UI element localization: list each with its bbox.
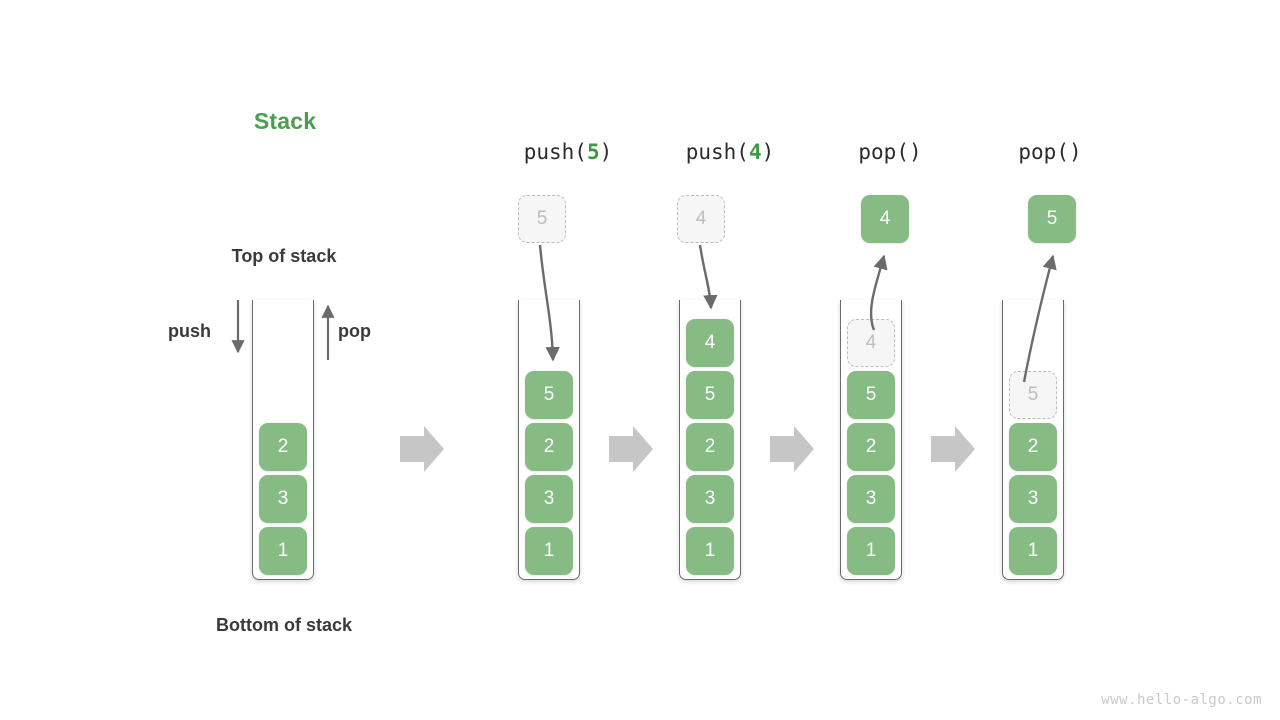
transition-arrow (400, 426, 444, 472)
floating-ghost-block: 4 (677, 195, 725, 243)
operation-name: pop (858, 140, 897, 164)
operation-label-push-5: push(5) (523, 140, 613, 164)
stack-container (679, 300, 741, 580)
operation-name: push (685, 140, 737, 164)
operation-name: pop (1018, 140, 1057, 164)
operation-label-push-4: push(4) (685, 140, 775, 164)
vacated-ghost-block: 4 (847, 319, 895, 367)
stack-block: 2 (686, 423, 734, 471)
operation-label-pop-1: pop() (858, 140, 922, 164)
stack-block: 1 (1009, 527, 1057, 575)
stack-block: 1 (259, 527, 307, 575)
stack-block: 3 (686, 475, 734, 523)
transition-arrow (931, 426, 975, 472)
stack-block: 3 (259, 475, 307, 523)
stack-block: 3 (1009, 475, 1057, 523)
stack-block: 4 (686, 319, 734, 367)
page-title: Stack (253, 108, 317, 134)
stack-block: 1 (686, 527, 734, 575)
operation-arg: 5 (586, 140, 600, 164)
stack-block: 5 (525, 371, 573, 419)
stack-block: 1 (847, 527, 895, 575)
stack-block: 2 (259, 423, 307, 471)
top-of-stack-label: Top of stack (231, 246, 337, 266)
stack-block: 1 (525, 527, 573, 575)
watermark: www.hello-algo.com (1101, 692, 1262, 708)
floating-ghost-block: 5 (518, 195, 566, 243)
stack-block: 5 (686, 371, 734, 419)
insert-arrow-4 (698, 244, 718, 310)
transition-arrow (609, 426, 653, 472)
push-label: push (168, 321, 211, 341)
transition-arrow (770, 426, 814, 472)
stack-block: 3 (525, 475, 573, 523)
stack-container (252, 300, 314, 580)
popped-block: 5 (1028, 195, 1076, 243)
operation-label-pop-2: pop() (1018, 140, 1082, 164)
stack-block: 2 (525, 423, 573, 471)
stack-block: 2 (847, 423, 895, 471)
stack-container (1002, 300, 1064, 580)
vacated-ghost-block: 5 (1009, 371, 1057, 419)
stack-block: 2 (1009, 423, 1057, 471)
bottom-of-stack-label: Bottom of stack (215, 615, 352, 635)
pop-label: pop (338, 321, 371, 341)
operation-arg: 4 (748, 140, 762, 164)
popped-block: 4 (861, 195, 909, 243)
stack-block: 5 (847, 371, 895, 419)
stack-block: 3 (847, 475, 895, 523)
stack-container (518, 300, 580, 580)
stack-container (840, 300, 902, 580)
operation-name: push (523, 140, 575, 164)
